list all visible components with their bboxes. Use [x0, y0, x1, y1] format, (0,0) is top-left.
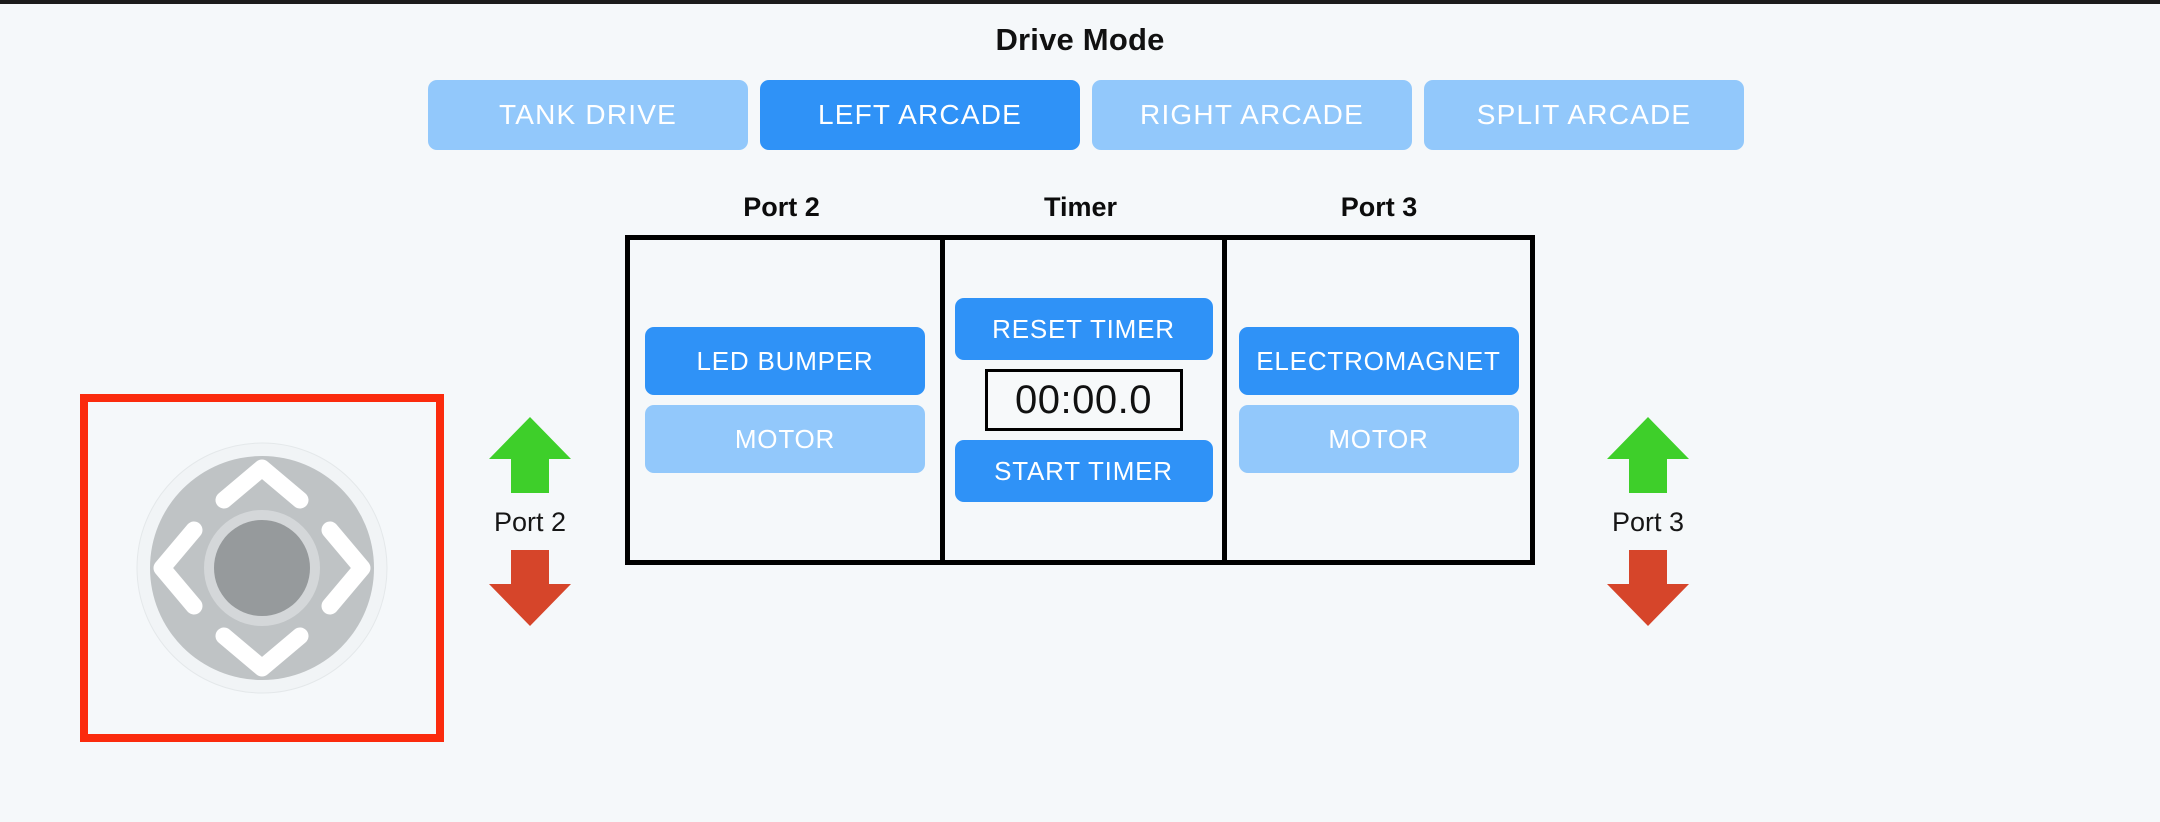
port3-down-arrow-icon[interactable]: [1605, 548, 1691, 628]
port2-label: Port 2: [493, 507, 567, 537]
reset-timer-button[interactable]: RESET TIMER: [954, 298, 1213, 360]
dpad-icon[interactable]: [136, 442, 388, 694]
port3-label: Port 3: [1611, 507, 1685, 537]
start-timer-button[interactable]: START TIMER: [954, 440, 1213, 502]
drive-mode-tank-drive[interactable]: TANK DRIVE: [428, 80, 748, 150]
dpad-down-icon[interactable]: [215, 627, 309, 677]
panel-caption-timer: Timer: [1043, 192, 1118, 222]
port3-electromagnet-button[interactable]: ELECTROMAGNET: [1238, 327, 1519, 395]
dpad-center-button[interactable]: [214, 520, 310, 616]
port3-up-arrow-icon[interactable]: [1605, 415, 1691, 495]
timer-display: 00:00.0: [984, 369, 1183, 431]
port3-arrow-stack: Port 3: [1578, 415, 1718, 628]
timer-column: RESET TIMER 00:00.0 START TIMER: [940, 240, 1227, 560]
port3-motor-button[interactable]: MOTOR: [1238, 405, 1519, 473]
drive-mode-split-arcade[interactable]: SPLIT ARCADE: [1424, 80, 1744, 150]
top-edge-strip: [0, 0, 2160, 4]
dpad-left-icon[interactable]: [153, 521, 203, 615]
port2-arrow-stack: Port 2: [460, 415, 600, 628]
page-title: Drive Mode: [995, 22, 1165, 57]
panel-caption-port2: Port 2: [743, 192, 820, 222]
port3-column: ELECTROMAGNET MOTOR: [1227, 240, 1530, 560]
panel-caption-port3: Port 3: [1340, 192, 1418, 222]
port2-up-arrow-icon[interactable]: [487, 415, 573, 495]
dpad-control-selected[interactable]: [80, 394, 444, 742]
dpad-right-icon[interactable]: [321, 521, 371, 615]
drive-mode-left-arcade[interactable]: LEFT ARCADE: [760, 80, 1080, 150]
port-control-panel: LED BUMPER MOTOR RESET TIMER 00:00.0 STA…: [625, 235, 1535, 565]
drive-mode-right-arcade[interactable]: RIGHT ARCADE: [1092, 80, 1412, 150]
port2-motor-button[interactable]: MOTOR: [645, 405, 925, 473]
port2-column: LED BUMPER MOTOR: [630, 240, 940, 560]
port2-led-bumper-button[interactable]: LED BUMPER: [645, 327, 925, 395]
port2-down-arrow-icon[interactable]: [487, 548, 573, 628]
dpad-up-icon[interactable]: [215, 459, 309, 509]
drive-mode-selector: TANK DRIVE LEFT ARCADE RIGHT ARCADE SPLI…: [428, 80, 1744, 150]
